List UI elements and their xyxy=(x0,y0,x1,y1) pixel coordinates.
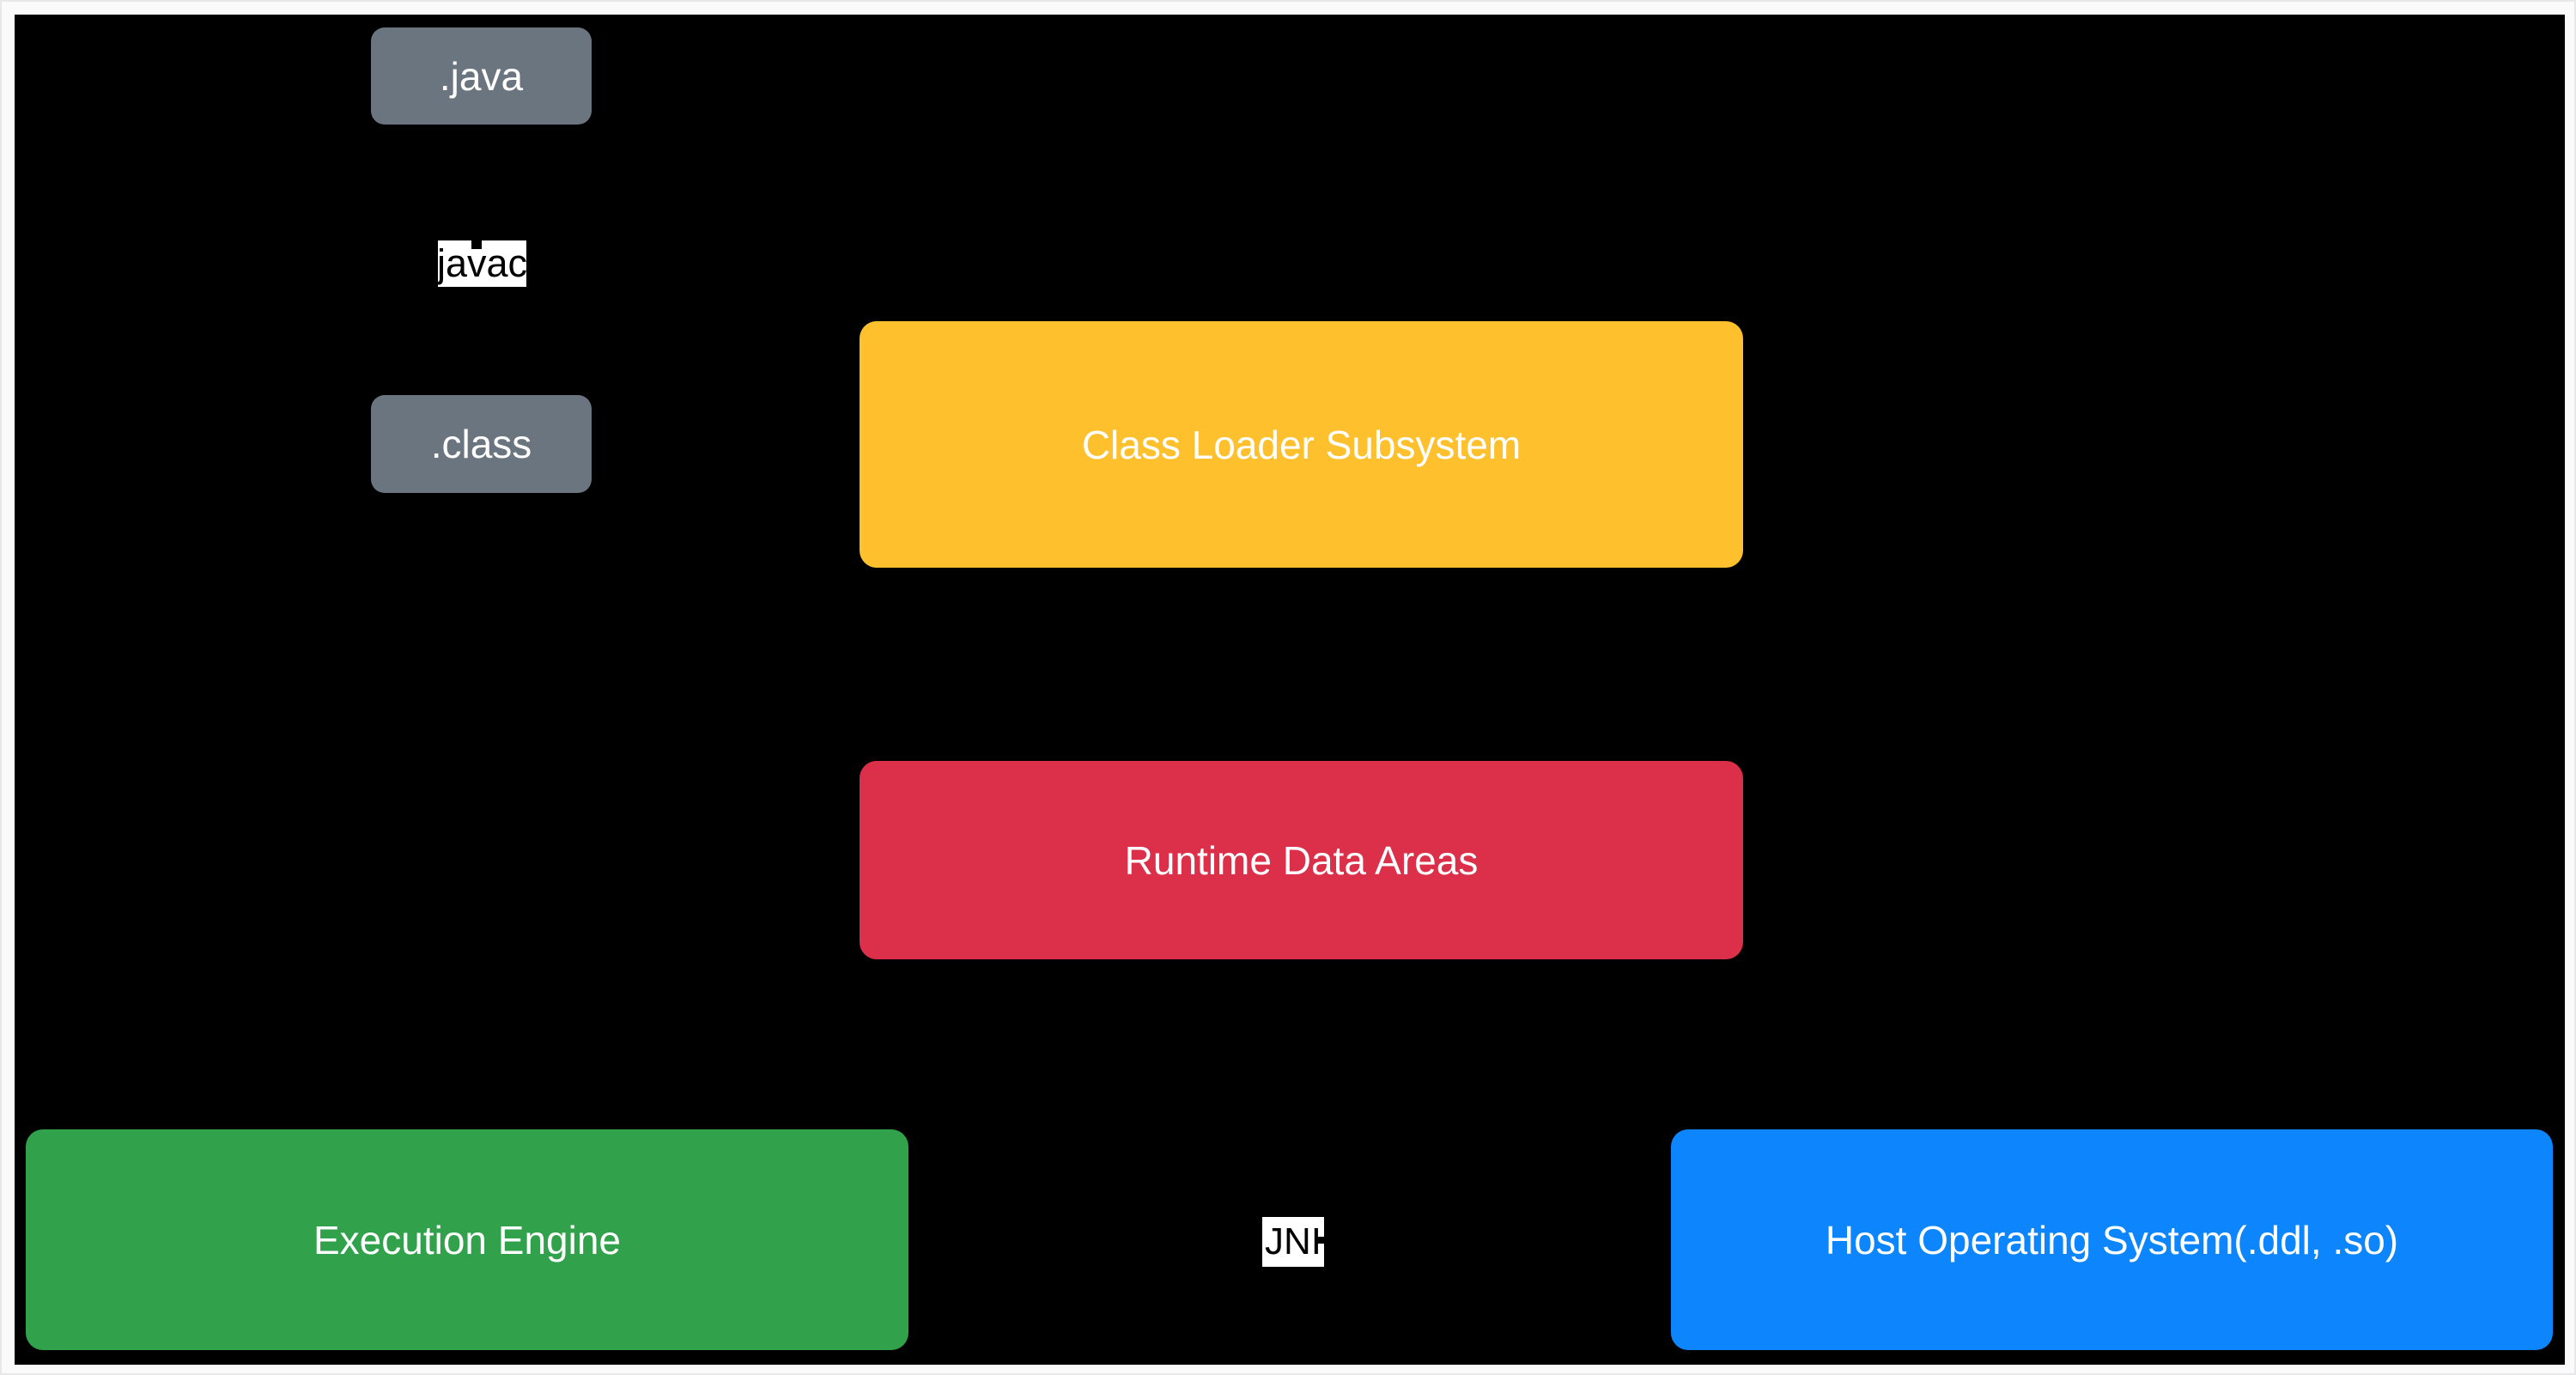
class-file-node: .class xyxy=(371,395,592,493)
execution-engine-node: Execution Engine xyxy=(26,1129,908,1350)
runtime-data-areas-node: Runtime Data Areas xyxy=(860,761,1743,959)
arrowhead-tick-icon xyxy=(471,240,482,249)
diagram-canvas: .java javac .class Class Loader Subsyste… xyxy=(15,15,2565,1365)
host-operating-system-node: Host Operating System(.ddl, .so) xyxy=(1671,1129,2553,1350)
jni-label: JNI xyxy=(1262,1217,1324,1267)
class-loader-subsystem-node: Class Loader Subsystem xyxy=(860,321,1743,568)
java-file-node: .java xyxy=(371,27,592,125)
arrowhead-tick-icon xyxy=(1316,1237,1324,1244)
javac-compiler-label: javac xyxy=(436,240,528,287)
